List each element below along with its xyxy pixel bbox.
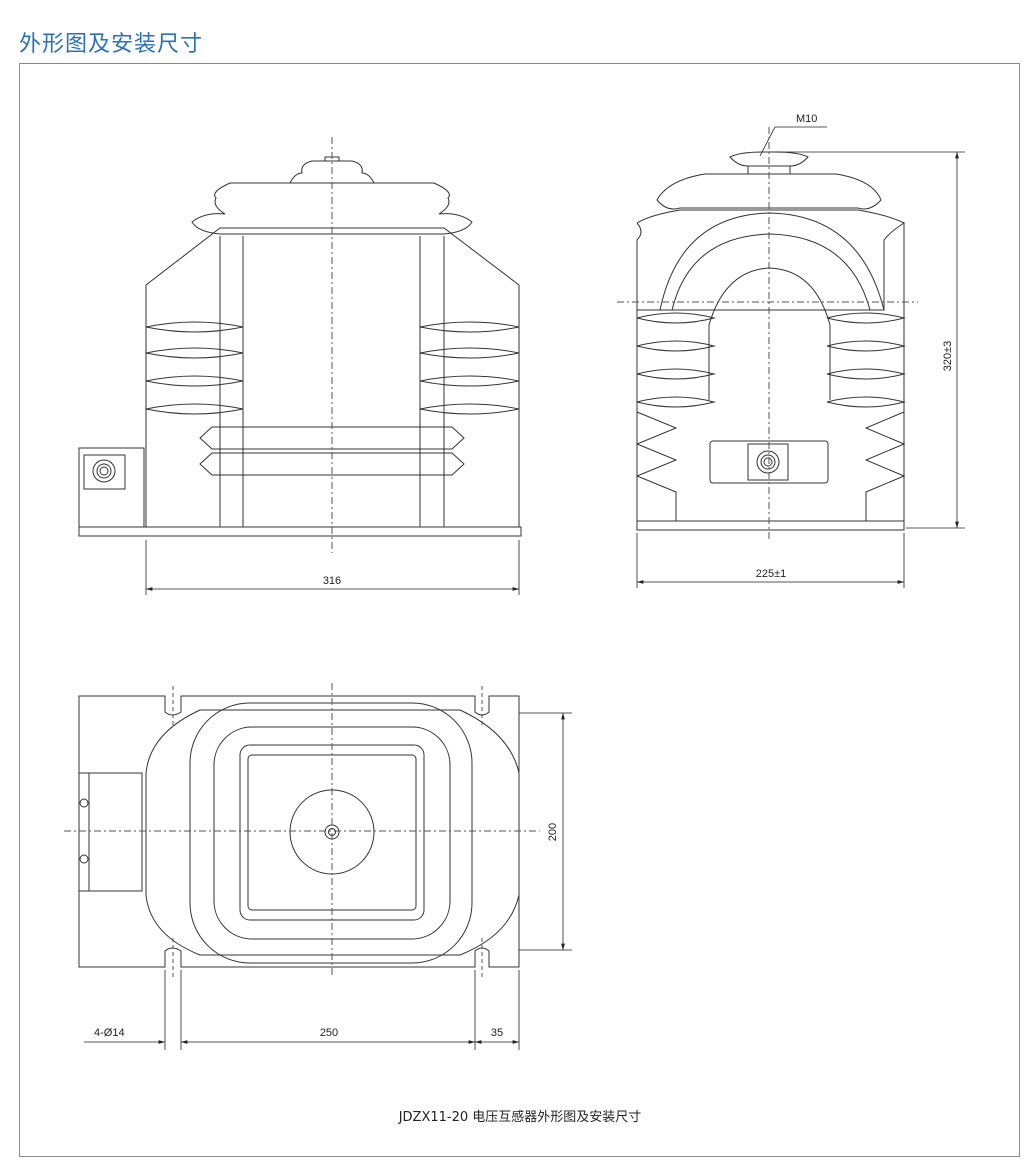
front-view bbox=[78, 137, 522, 553]
dim-side-width: 225±1 bbox=[756, 568, 787, 580]
dim-top-depth: 200 bbox=[547, 823, 559, 841]
drawing-caption: JDZX11-20 电压互感器外形图及安装尺寸 bbox=[398, 1109, 642, 1125]
front-top-cap bbox=[191, 182, 473, 235]
dim-hole-spec: 4-Ø14 bbox=[94, 1027, 125, 1039]
dim-front-width: 316 bbox=[323, 575, 341, 587]
front-base-plate bbox=[78, 526, 522, 537]
top-body bbox=[145, 709, 520, 956]
label-thread: M10 bbox=[796, 113, 817, 125]
drawing-frame bbox=[19, 63, 1020, 1157]
top-base-plate bbox=[78, 695, 520, 968]
top-view bbox=[64, 683, 540, 978]
dim-side-height: 320±3 bbox=[942, 341, 954, 372]
page-heading: 外形图及安装尺寸 bbox=[19, 32, 204, 57]
front-terminal-box bbox=[78, 447, 145, 528]
side-top-cap bbox=[656, 173, 882, 210]
side-base-plate bbox=[636, 520, 905, 531]
side-view bbox=[617, 127, 918, 540]
top-terminal-box bbox=[78, 772, 143, 892]
dim-edge-offset: 35 bbox=[491, 1027, 503, 1039]
dim-hole-spacing: 250 bbox=[320, 1027, 338, 1039]
dimension-lines bbox=[84, 126, 965, 1050]
